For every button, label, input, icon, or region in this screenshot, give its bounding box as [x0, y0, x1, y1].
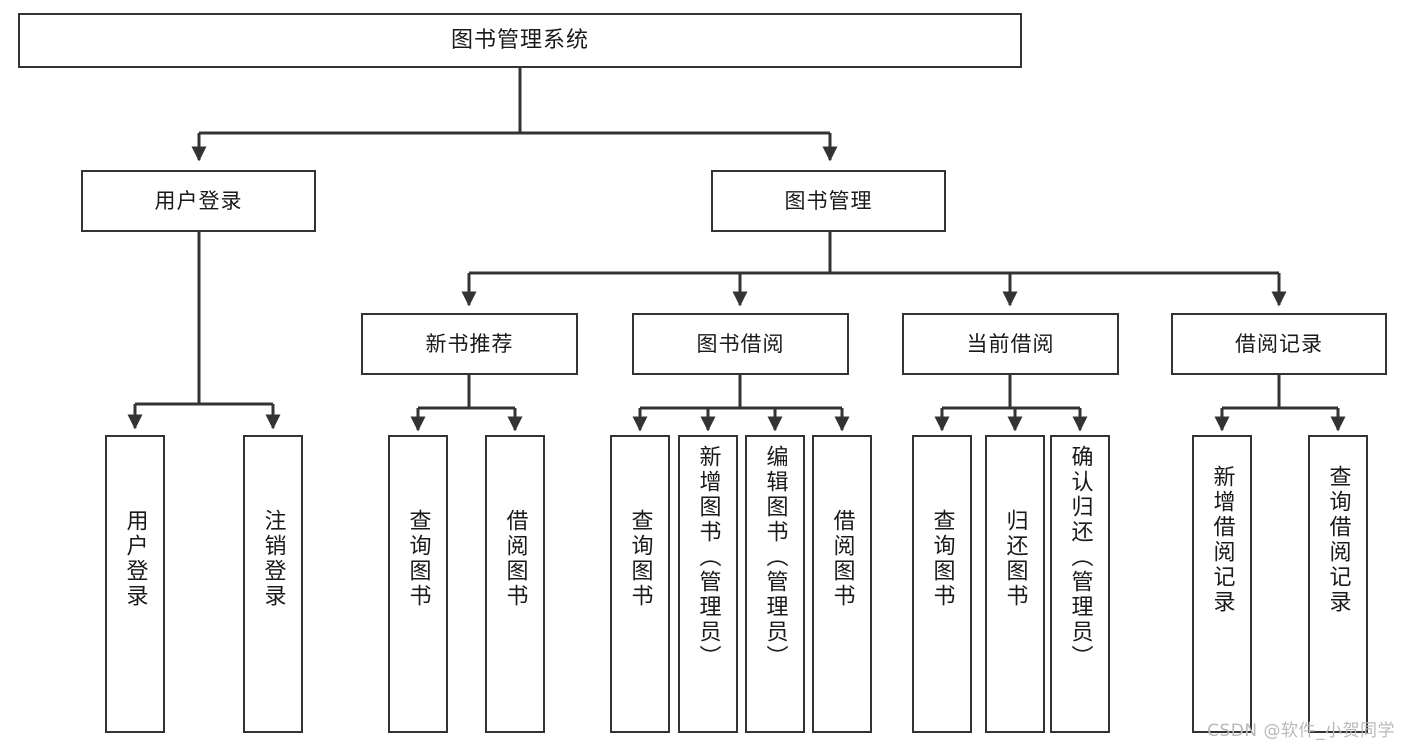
node-leaf-add-borrow-record[interactable]: 新增借阅记录	[1192, 435, 1252, 733]
node-label: 当前借阅	[966, 331, 1055, 356]
node-borrowing-record[interactable]: 借阅记录	[1171, 313, 1387, 375]
node-label: 确认归还（管理员）	[1067, 445, 1093, 670]
node-label: 查询图书	[627, 509, 653, 609]
node-label: 归还图书	[1002, 509, 1028, 609]
node-root-book-management-system[interactable]: 图书管理系统	[18, 13, 1022, 68]
node-label: 借阅图书	[829, 509, 855, 609]
node-book-borrowing[interactable]: 图书借阅	[632, 313, 849, 375]
node-label: 借阅记录	[1235, 331, 1323, 356]
node-label: 查询图书	[405, 509, 431, 609]
node-label: 用户登录	[154, 188, 243, 213]
csdn-watermark: CSDN @软件_小贺同学	[1207, 721, 1395, 741]
node-label: 新增图书（管理员）	[695, 445, 721, 670]
node-leaf-edit-book-admin[interactable]: 编辑图书（管理员）	[745, 435, 805, 733]
node-label: 图书管理系统	[450, 27, 589, 53]
node-label: 查询图书	[929, 509, 955, 609]
node-book-management[interactable]: 图书管理	[711, 170, 946, 232]
node-label: 用户登录	[122, 509, 148, 609]
node-leaf-query-book-current[interactable]: 查询图书	[912, 435, 972, 733]
node-label: 图书管理	[784, 188, 873, 213]
node-leaf-borrow-book-recommendation[interactable]: 借阅图书	[485, 435, 545, 733]
node-new-book-recommendation[interactable]: 新书推荐	[361, 313, 578, 375]
node-label: 图书借阅	[696, 331, 785, 356]
node-leaf-confirm-return-admin[interactable]: 确认归还（管理员）	[1050, 435, 1110, 733]
node-label: 编辑图书（管理员）	[762, 445, 788, 670]
node-leaf-borrow-book[interactable]: 借阅图书	[812, 435, 872, 733]
node-user-login[interactable]: 用户登录	[81, 170, 316, 232]
node-leaf-user-login[interactable]: 用户登录	[105, 435, 165, 733]
node-current-borrowing[interactable]: 当前借阅	[902, 313, 1119, 375]
node-leaf-query-borrow-record[interactable]: 查询借阅记录	[1308, 435, 1368, 733]
node-label: 新增借阅记录	[1209, 465, 1235, 615]
node-leaf-query-book-recommendation[interactable]: 查询图书	[388, 435, 448, 733]
node-leaf-query-book-borrow[interactable]: 查询图书	[610, 435, 670, 733]
node-leaf-user-logout[interactable]: 注销登录	[243, 435, 303, 733]
node-label: 借阅图书	[502, 509, 528, 609]
node-label: 注销登录	[260, 509, 286, 609]
node-label: 新书推荐	[425, 331, 514, 356]
node-leaf-return-book[interactable]: 归还图书	[985, 435, 1045, 733]
node-leaf-add-book-admin[interactable]: 新增图书（管理员）	[678, 435, 738, 733]
node-label: 查询借阅记录	[1325, 465, 1351, 615]
